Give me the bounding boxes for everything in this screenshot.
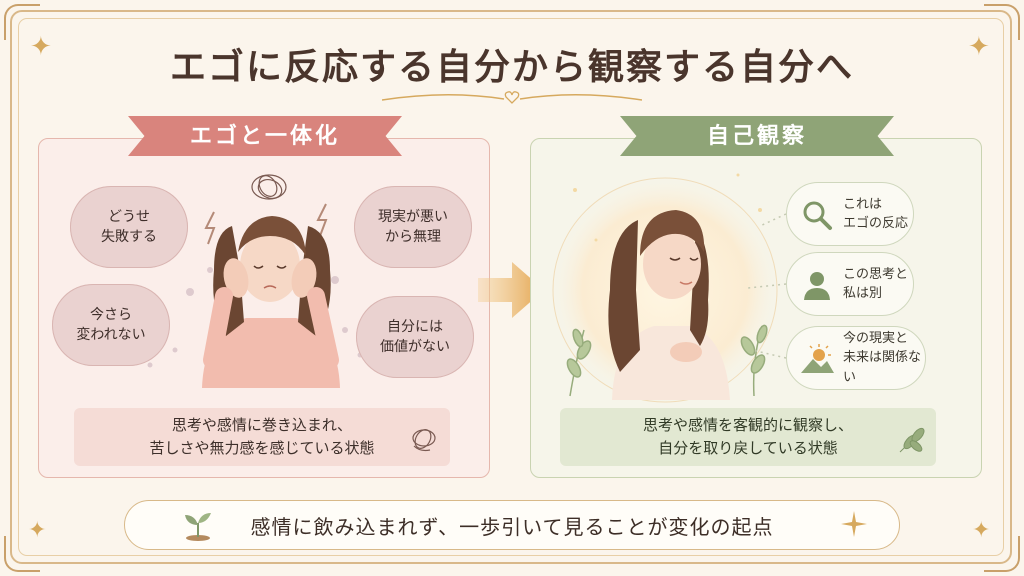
- sparkle-icon: ✦: [968, 32, 990, 62]
- corner-ornament-top-right: [984, 4, 1020, 40]
- page-title: エゴに反応する自分から観察する自分へ: [169, 46, 854, 88]
- sparkle-icon: ✦: [28, 518, 47, 543]
- ribbon-self-observation: 自己観察: [620, 116, 894, 156]
- thought-cloud-too-late: 今さら 変われない: [52, 268, 170, 366]
- sparkle-icon: ✦: [972, 518, 991, 543]
- sunrise-icon: [801, 344, 834, 373]
- heart-divider: [382, 91, 642, 104]
- observation-item-ego-reaction: これは エゴの反応: [786, 182, 914, 246]
- thought-cloud-reality: 現実が悪い から無理: [354, 170, 472, 268]
- corner-ornament-bottom-left: [4, 536, 40, 572]
- arrow-right-icon: [478, 262, 544, 318]
- corner-ornament-bottom-right: [984, 536, 1020, 572]
- sparkle-icon: ✦: [30, 32, 52, 62]
- thought-cloud-fail: どうせ 失敗する: [70, 170, 188, 268]
- ego-state-caption: 思考や感情に巻き込まれ、 苦しさや無力感を感じている状態: [74, 408, 450, 466]
- corner-ornament-top-left: [4, 4, 40, 40]
- magnifier-icon: [803, 201, 832, 230]
- key-message-banner: 感情に飲み込まれず、一歩引いて見ることが変化の起点: [124, 500, 900, 550]
- ribbon-ego-identified: エゴと一体化: [128, 116, 402, 156]
- decorative-frame: [10, 10, 1012, 564]
- person-icon: [804, 272, 830, 300]
- sparkle-icon: [841, 511, 867, 537]
- sprout-icon: [185, 513, 211, 541]
- scribble-icon: [412, 429, 436, 452]
- key-message-text: 感情に飲み込まれず、一歩引いて見ることが変化の起点: [250, 514, 774, 539]
- observation-item-separate-self: この思考と 私は別: [786, 252, 914, 316]
- observation-state-caption: 思考や感情を客観的に観察し、 自分を取り戻している状態: [560, 408, 936, 466]
- leaf-icon: [899, 427, 925, 453]
- thought-cloud-no-value: 自分には 価値がない: [356, 280, 474, 378]
- observation-item-future: 今の現実と 未来は関係ない: [786, 326, 926, 390]
